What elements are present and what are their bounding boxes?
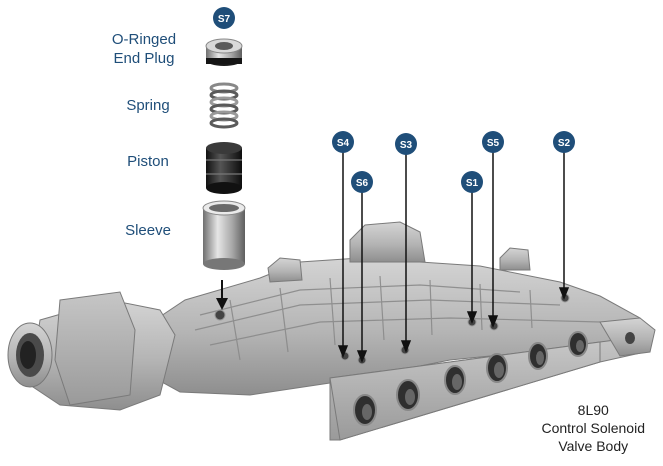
- insertion-arrow: [216, 280, 228, 310]
- badge-s5: S5: [482, 131, 504, 153]
- badge-s3: S3: [395, 133, 417, 155]
- product-caption: 8L90 Control Solenoid Valve Body: [541, 401, 645, 455]
- svg-text:S3: S3: [400, 140, 413, 151]
- badge-s4: S4: [332, 131, 354, 153]
- svg-text:S7: S7: [218, 14, 231, 25]
- end-plug-label-line2: End Plug: [113, 50, 175, 67]
- svg-text:S1: S1: [466, 178, 479, 189]
- svg-text:S4: S4: [337, 138, 350, 149]
- badge-s6: S6: [351, 171, 373, 193]
- svg-text:S2: S2: [558, 138, 571, 149]
- sleeve-label: Sleeve: [125, 222, 171, 239]
- end-plug-label-line1: O-Ringed: [111, 31, 177, 48]
- spring-label: Spring: [126, 97, 170, 114]
- piston-part: [206, 142, 242, 194]
- badge-s1: S1: [461, 171, 483, 193]
- solenoid-pointers: [337, 152, 570, 364]
- caption-line2: Control Solenoid: [541, 420, 645, 436]
- caption-line3: Valve Body: [558, 438, 629, 454]
- svg-text:S5: S5: [487, 138, 500, 149]
- end-plug-label: O-Ringed End Plug: [96, 30, 192, 68]
- piston-label: Piston: [127, 153, 169, 170]
- sleeve-part: [202, 200, 246, 270]
- badge-s7: S7: [213, 7, 235, 29]
- spring-part: [209, 82, 239, 129]
- badge-s2: S2: [553, 131, 575, 153]
- caption-model: 8L90: [577, 402, 609, 418]
- end-plug-part: [205, 38, 243, 66]
- svg-text:S6: S6: [356, 178, 369, 189]
